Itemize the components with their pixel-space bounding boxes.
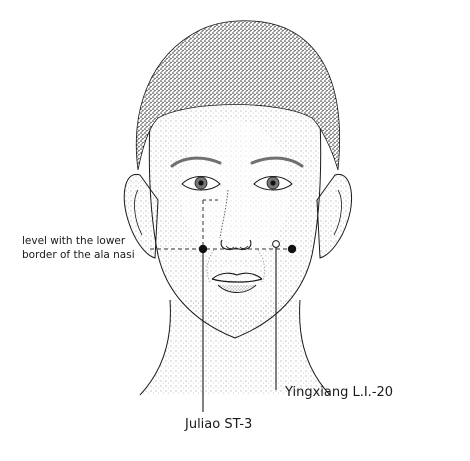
level-label-line2: border of the ala nasi — [22, 249, 135, 261]
juliao-label: Juliao ST-3 — [184, 417, 252, 432]
level-label-line1: level with the lower — [22, 235, 126, 247]
juliao-point-right — [288, 245, 296, 253]
yingxiang-label: Yingxiang L.I.-20 — [284, 385, 393, 400]
juliao-point-left — [199, 245, 207, 253]
right-ear — [317, 174, 352, 258]
yingxiang-point — [273, 241, 280, 248]
